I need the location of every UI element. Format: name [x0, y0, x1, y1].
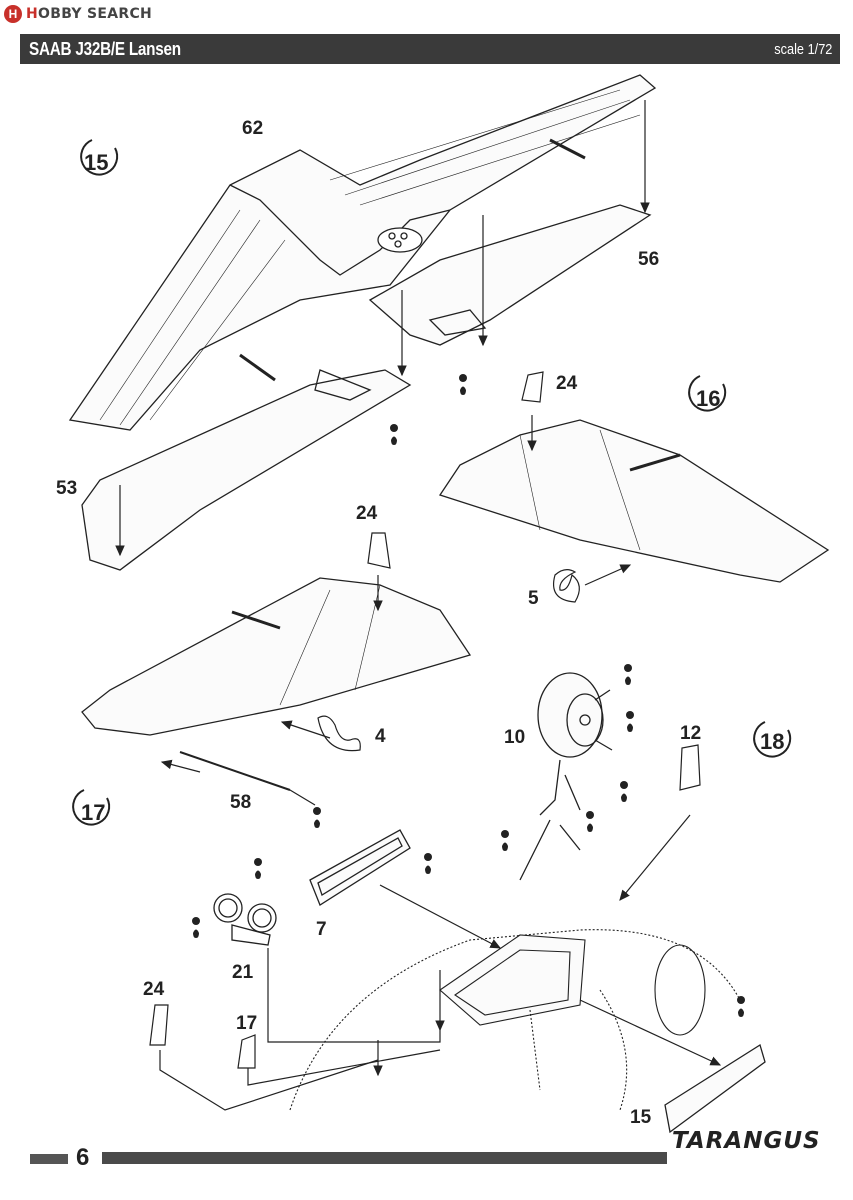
part-17-label: 17 — [236, 1013, 257, 1034]
wing-step16 — [438, 419, 830, 583]
step-15-label: 15 — [84, 150, 108, 175]
header-bar: SAAB J32B/E Lansen scale 1/72 — [20, 34, 840, 64]
wing-lower-right-56 — [368, 204, 652, 346]
step18-leader-lines — [159, 948, 722, 1111]
page-number: 6 — [76, 1144, 90, 1171]
part-24-fence-a — [521, 371, 544, 403]
arrow-12 — [619, 814, 691, 901]
scale-label: scale 1/72 — [773, 41, 832, 58]
brand-logo: TARANGUS — [672, 1128, 821, 1154]
page-title: SAAB J32B/E Lansen — [29, 39, 181, 59]
arrow-7 — [379, 884, 502, 949]
part-62-label: 62 — [242, 118, 263, 139]
part-24-label-b: 24 — [356, 503, 378, 524]
part-24-label-c: 24 — [143, 979, 165, 1000]
part-53-label: 53 — [56, 478, 77, 499]
step-17-label: 17 — [81, 800, 105, 825]
arrow-5 — [584, 564, 632, 586]
watermark-text: HOBBY SEARCH — [26, 6, 152, 22]
arrow-4 — [280, 720, 331, 739]
part-10-wheel — [519, 672, 613, 881]
part-15-plate — [664, 1043, 766, 1134]
step-16-label: 16 — [696, 386, 720, 411]
part-17-fin — [237, 1034, 256, 1069]
part-21-label: 21 — [232, 962, 254, 983]
part-58-antenna — [160, 751, 316, 806]
paint-callout-icons — [192, 374, 745, 1017]
part-15-label: 15 — [630, 1107, 652, 1128]
watermark-text-rest: OBBY SEARCH — [38, 6, 153, 22]
footer-left-bar — [30, 1154, 68, 1164]
part-12-label: 12 — [680, 723, 701, 744]
part-7-panel — [309, 829, 411, 906]
part-4-insert — [317, 715, 361, 752]
part-10-label: 10 — [504, 727, 525, 748]
part-56-label: 56 — [638, 249, 659, 270]
part-24-fence-c — [149, 1004, 169, 1046]
watermark-text-red: H — [26, 6, 39, 22]
part-24-fence-b — [367, 532, 391, 569]
step15-arrows — [115, 100, 650, 557]
part-7-label: 7 — [316, 919, 327, 940]
part-58-label: 58 — [230, 792, 251, 813]
watermark: H HOBBY SEARCH — [4, 3, 152, 25]
part-5-label: 5 — [528, 588, 539, 609]
step-circle-icons — [72, 139, 792, 826]
part-21-instruments — [213, 893, 277, 946]
part-5-insert — [553, 569, 580, 603]
step-18-label: 18 — [760, 729, 784, 754]
part-4-label: 4 — [375, 726, 386, 747]
watermark-logo-icon: H — [4, 5, 22, 23]
fuselage-cockpit — [289, 929, 741, 1111]
wing-lower-left-53 — [81, 369, 412, 571]
part-12-door — [679, 744, 701, 791]
wing-upper-62 — [68, 74, 657, 431]
part-24-label-a: 24 — [556, 373, 578, 394]
footer-bar — [102, 1152, 667, 1164]
wing-step17 — [81, 577, 472, 736]
